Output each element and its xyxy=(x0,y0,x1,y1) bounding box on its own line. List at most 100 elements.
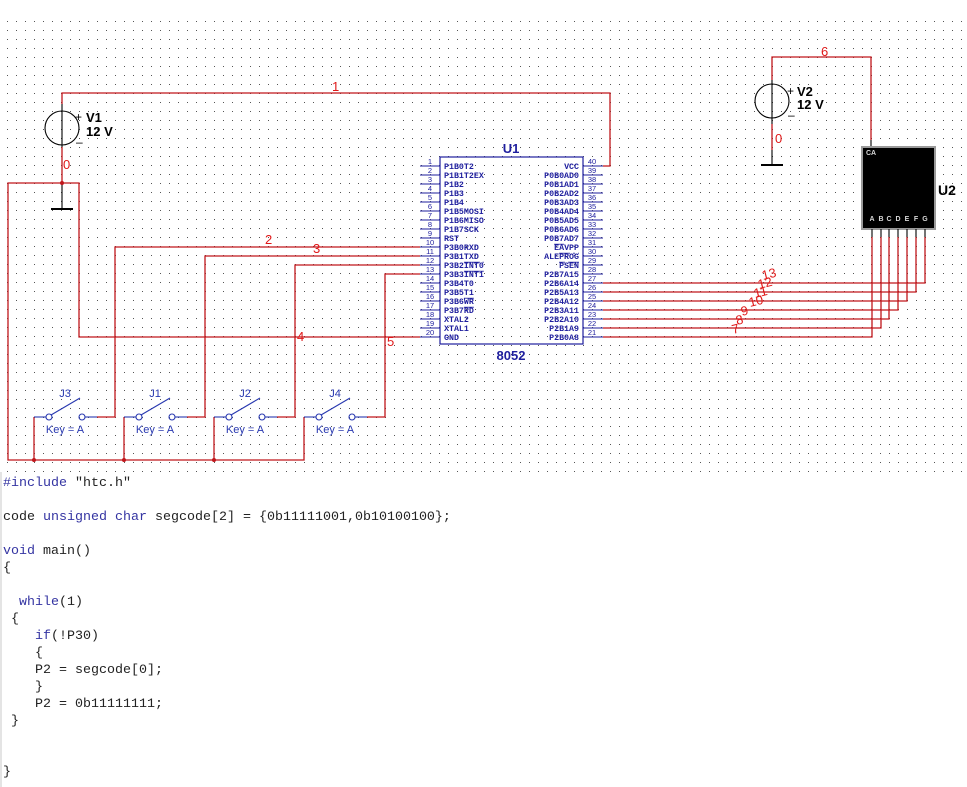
code-line[interactable]: #include "htc.h" xyxy=(3,475,967,492)
pin-label-part: ALE xyxy=(544,253,559,262)
code-line[interactable]: { xyxy=(3,645,967,662)
code-text xyxy=(3,595,19,610)
code-line[interactable]: { xyxy=(3,560,967,577)
switch-ref: J1 xyxy=(149,388,161,400)
net-label-5: 5 xyxy=(387,334,394,349)
net-label-3: 3 xyxy=(313,241,320,256)
pin-label-part: P3B3 xyxy=(444,271,464,280)
code-line[interactable]: } xyxy=(3,679,967,696)
code-line[interactable] xyxy=(3,747,967,764)
wire-net-0-gnd-pin xyxy=(62,182,420,338)
pin-label: P2B5A13 xyxy=(544,289,579,298)
switch-j2[interactable]: J2 Key = A xyxy=(214,388,277,436)
switch-ref: J3 xyxy=(59,388,71,400)
code-text: (1) xyxy=(59,595,83,610)
switch-j4[interactable]: J4 Key = A xyxy=(304,388,367,436)
pin-label: XTAL2 xyxy=(444,316,469,325)
microcontroller-u1[interactable]: U1 8052 1P1B0T22P1B1T2EX3P1B24P1B35P1B46… xyxy=(420,141,603,363)
code-line[interactable] xyxy=(3,492,967,509)
schematic-canvas[interactable]: + V1 12 V – 1 0 2 3 4 5 J3 Key = A xyxy=(0,0,967,472)
switch-j1[interactable]: J1 Key = A xyxy=(124,388,187,436)
code-line[interactable] xyxy=(3,577,967,594)
code-line[interactable]: } xyxy=(3,713,967,730)
voltage-source-v2[interactable]: + V2 12 V – xyxy=(754,80,824,124)
code-line[interactable]: P2 = segcode[0]; xyxy=(3,662,967,679)
code-line[interactable]: while(1) xyxy=(3,594,967,611)
voltage-source-v1[interactable]: + V1 12 V – xyxy=(44,104,113,149)
u2-body xyxy=(861,146,936,230)
u2-segment-label: C xyxy=(886,216,891,223)
code-line[interactable]: void main() xyxy=(3,543,967,560)
code-keyword: void xyxy=(3,544,35,559)
switch-blade-icon xyxy=(50,397,81,416)
pin-label-overlined: EA xyxy=(554,244,564,253)
switch-terminal xyxy=(315,413,323,421)
code-text: } xyxy=(3,714,19,729)
pin-number: 1 xyxy=(428,157,432,166)
v1-ref: V1 xyxy=(86,110,102,125)
code-line[interactable] xyxy=(3,526,967,543)
code-editor[interactable]: #include "htc.h" code unsigned char segco… xyxy=(0,472,967,787)
code-text: P2 = 0b11111111; xyxy=(3,697,163,712)
code-line[interactable]: } xyxy=(3,764,967,781)
code-line[interactable]: code unsigned char segcode[2] = {0b11111… xyxy=(3,509,967,526)
seven-segment-display-u2[interactable]: CA A B C D E F G U2 xyxy=(861,146,956,237)
junction-dot xyxy=(212,458,216,462)
pin-label: P3B7RD xyxy=(444,307,474,316)
code-line[interactable] xyxy=(3,730,967,747)
code-lines[interactable]: #include "htc.h" code unsigned char segco… xyxy=(2,472,967,781)
wire-net-2 xyxy=(97,246,420,418)
code-line[interactable]: P2 = 0b11111111; xyxy=(3,696,967,713)
junction-dot xyxy=(60,181,64,185)
code-line[interactable]: { xyxy=(3,611,967,628)
switch-terminal xyxy=(225,413,233,421)
pin-number: 8 xyxy=(428,220,432,229)
net-label-10: 10 xyxy=(747,292,765,310)
code-text: code xyxy=(3,510,43,525)
code-line[interactable]: if(!P30) xyxy=(3,628,967,645)
switch-j3[interactable]: J3 Key = A xyxy=(34,388,97,436)
wire-net-13 xyxy=(603,237,926,284)
pin-label: P2B0A8 xyxy=(549,334,579,343)
